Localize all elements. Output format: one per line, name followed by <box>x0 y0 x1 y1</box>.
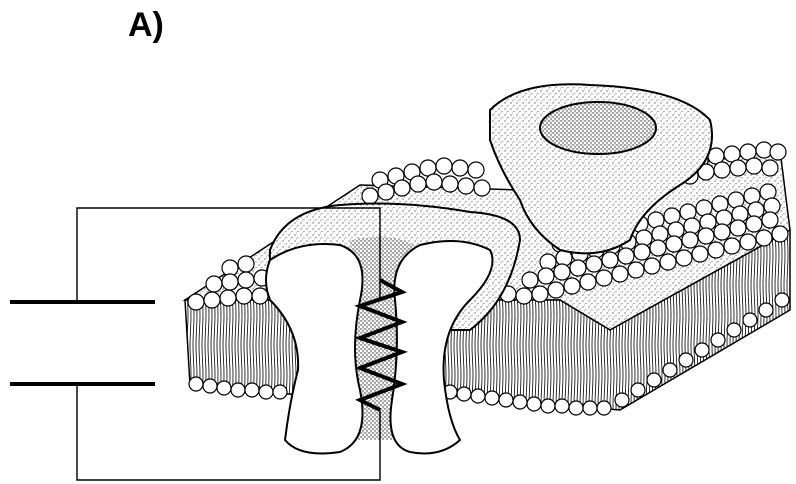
peripheral-protein-pore <box>540 102 656 154</box>
